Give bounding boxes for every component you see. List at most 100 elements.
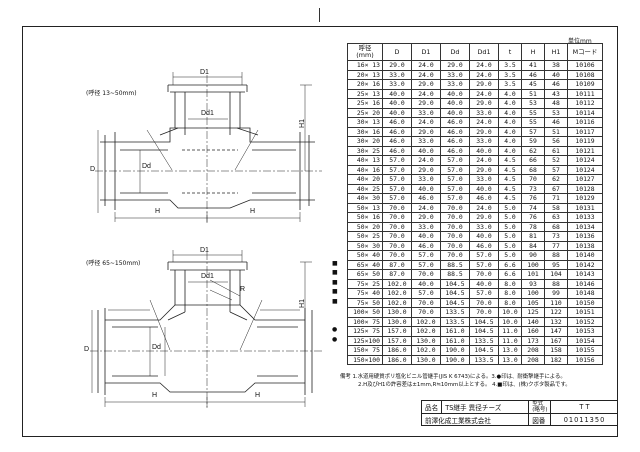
table-cell: 102.0 xyxy=(382,278,412,289)
large-range-label: (呼径 65~150mm) xyxy=(86,260,141,267)
table-cell: 104.5 xyxy=(469,345,499,356)
table-cell: 3.5 xyxy=(498,69,522,80)
table-cell: 182 xyxy=(544,354,568,365)
table-cell: 33.0 xyxy=(469,221,499,232)
table-cell: 161.0 xyxy=(440,335,470,346)
table-cell: 46.0 xyxy=(440,126,470,137)
table-cell: 65× 40 xyxy=(347,259,383,270)
table-cell: 30× 13 xyxy=(347,117,383,128)
table-cell: 33.0 xyxy=(382,69,412,80)
table-cell: 40.0 xyxy=(440,107,470,118)
table-cell: 87.0 xyxy=(382,269,412,280)
table-cell: 24.0 xyxy=(469,60,499,71)
table-cell: 99 xyxy=(544,288,568,299)
table-cell: 66 xyxy=(521,155,545,166)
table-cell: 10106 xyxy=(567,60,603,71)
table-cell: 29.0 xyxy=(411,126,441,137)
table-cell: 46.0 xyxy=(382,126,412,137)
table-cell: 3.5 xyxy=(498,79,522,90)
table-cell: 33.0 xyxy=(469,174,499,185)
table-cell: 10153 xyxy=(567,326,603,337)
table-cell: 46.0 xyxy=(411,193,441,204)
table-cell: 10109 xyxy=(567,79,603,90)
table-cell: 33.0 xyxy=(440,69,470,80)
table-cell: 75× 50 xyxy=(347,297,383,308)
dim-d1-large: D1 xyxy=(200,247,209,254)
table-cell: 150×100 xyxy=(347,354,383,365)
table-cell: 105 xyxy=(521,297,545,308)
table-cell: 190.0 xyxy=(440,345,470,356)
table-cell: 76 xyxy=(521,212,545,223)
table-cell: 40.0 xyxy=(469,231,499,242)
table-cell: 100 xyxy=(521,288,545,299)
table-cell: 10143 xyxy=(567,269,603,280)
table-cell: 4.0 xyxy=(498,126,522,137)
table-cell: 38 xyxy=(544,60,568,71)
table-cell: 70.0 xyxy=(440,221,470,232)
table-cell: 10114 xyxy=(567,107,603,118)
table-cell: 57.0 xyxy=(411,259,441,270)
table-cell: 10156 xyxy=(567,354,603,365)
table-cell: 4.0 xyxy=(498,117,522,128)
table-cell: 33.0 xyxy=(440,79,470,90)
table-cell: 68 xyxy=(521,164,545,175)
table-cell: 55 xyxy=(521,107,545,118)
dim-h-small-left: H xyxy=(155,208,161,215)
table-cell: 46.0 xyxy=(440,117,470,128)
table-cell: 57.0 xyxy=(440,164,470,175)
table-cell: 88 xyxy=(544,250,568,261)
table-cell: 40.0 xyxy=(440,98,470,109)
table-cell: 10128 xyxy=(567,183,603,194)
table-cell: 8.0 xyxy=(498,288,522,299)
table-cell: 40.0 xyxy=(382,88,412,99)
table-cell: 102.0 xyxy=(411,326,441,337)
table-cell: 73 xyxy=(544,231,568,242)
table-cell: 147 xyxy=(544,326,568,337)
table-cell: 76 xyxy=(521,193,545,204)
table-cell: 160 xyxy=(521,326,545,337)
table-cell: 24.0 xyxy=(411,202,441,213)
table-cell: 40× 20 xyxy=(347,174,383,185)
table-cell: 10131 xyxy=(567,202,603,213)
dim-h1-small: H1 xyxy=(298,119,306,128)
table-cell: 40.0 xyxy=(411,183,441,194)
table-cell: 10112 xyxy=(567,98,603,109)
unit-label: 単位mm xyxy=(568,38,592,45)
table-header-cell: Dd1 xyxy=(469,43,499,61)
table-cell: 20× 13 xyxy=(347,69,383,80)
table-cell: 20× 16 xyxy=(347,79,383,90)
table-cell: 4.0 xyxy=(498,88,522,99)
table-cell: 5.0 xyxy=(498,212,522,223)
table-cell: 133.5 xyxy=(469,354,499,365)
table-cell: 13.0 xyxy=(498,354,522,365)
table-cell: 24.0 xyxy=(411,60,441,71)
dim-h1-large: H1 xyxy=(298,299,306,308)
table-cell: 104.5 xyxy=(440,288,470,299)
dim-d1-small: D1 xyxy=(200,69,209,76)
dim-h-small-right: H xyxy=(250,208,256,215)
table-cell: 4.5 xyxy=(498,174,522,185)
table-cell: 57.0 xyxy=(469,259,499,270)
dim-dd-small: Dd xyxy=(142,163,151,170)
table-cell: 29.0 xyxy=(469,126,499,137)
dim-dd1-large: Dd1 xyxy=(201,273,214,280)
table-cell: 46.0 xyxy=(469,240,499,251)
table-cell: 133.5 xyxy=(440,307,470,318)
table-cell: 87.0 xyxy=(382,259,412,270)
table-cell: 40.0 xyxy=(411,231,441,242)
table-cell: 125× 75 xyxy=(347,326,383,337)
table-cell: 70.0 xyxy=(411,307,441,318)
table-cell: 122 xyxy=(544,307,568,318)
table-cell: 46 xyxy=(544,117,568,128)
table-cell: 29.0 xyxy=(411,164,441,175)
table-cell: 4.0 xyxy=(498,145,522,156)
